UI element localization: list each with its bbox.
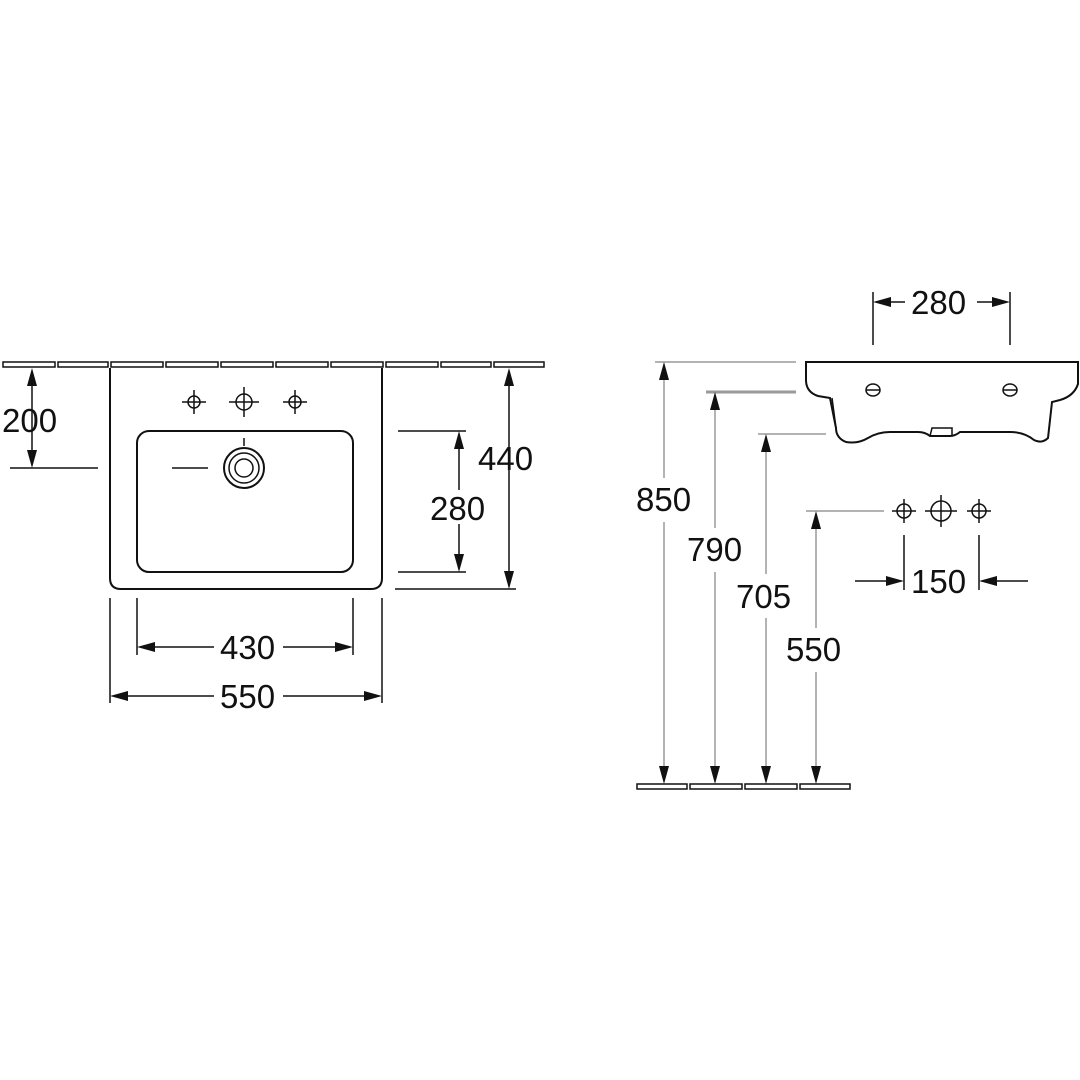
dim-550-label: 550 (220, 678, 275, 715)
dimension-280-plan: 280 (398, 430, 485, 573)
dim-280-side-label: 280 (911, 284, 966, 321)
dimension-850: 850 (636, 361, 796, 784)
dimension-550: 550 (109, 598, 383, 715)
fixing-hole-icon (1002, 383, 1018, 397)
wall-strip (2, 361, 545, 368)
dimension-790: 790 (687, 390, 796, 784)
dimension-550-side: 550 (786, 510, 884, 784)
drain-icon (172, 438, 265, 489)
dimension-200: 200 (2, 368, 98, 469)
dim-200-label: 200 (2, 402, 57, 439)
connection-icon (892, 499, 916, 523)
tap-hole-icon (229, 387, 259, 417)
basin-outline (109, 368, 383, 590)
tap-hole-icon (182, 390, 206, 414)
tap-hole-icon (283, 390, 307, 414)
dim-550-side-label: 550 (786, 631, 841, 668)
floor-strip (636, 783, 851, 790)
fixing-hole-icon (865, 383, 881, 397)
dimension-430: 430 (136, 598, 354, 666)
dim-440-label: 440 (478, 440, 533, 477)
bowl-outline (136, 430, 354, 573)
dimension-150: 150 (855, 535, 1028, 600)
dim-280-label: 280 (430, 490, 485, 527)
dimension-440: 440 (395, 368, 533, 590)
connection-icon (925, 495, 957, 527)
connection-icon (967, 499, 991, 523)
dimension-280-side: 280 (872, 284, 1011, 345)
side-view: 280 850 790 705 (636, 284, 1079, 790)
dim-790-label: 790 (687, 531, 742, 568)
dim-850-label: 850 (636, 481, 691, 518)
plan-view: 200 280 440 430 (2, 361, 545, 715)
dimension-705: 705 (736, 433, 826, 784)
dim-705-label: 705 (736, 578, 791, 615)
dim-150-label: 150 (911, 563, 966, 600)
dim-430-label: 430 (220, 629, 275, 666)
basin-side-profile (805, 361, 1079, 444)
